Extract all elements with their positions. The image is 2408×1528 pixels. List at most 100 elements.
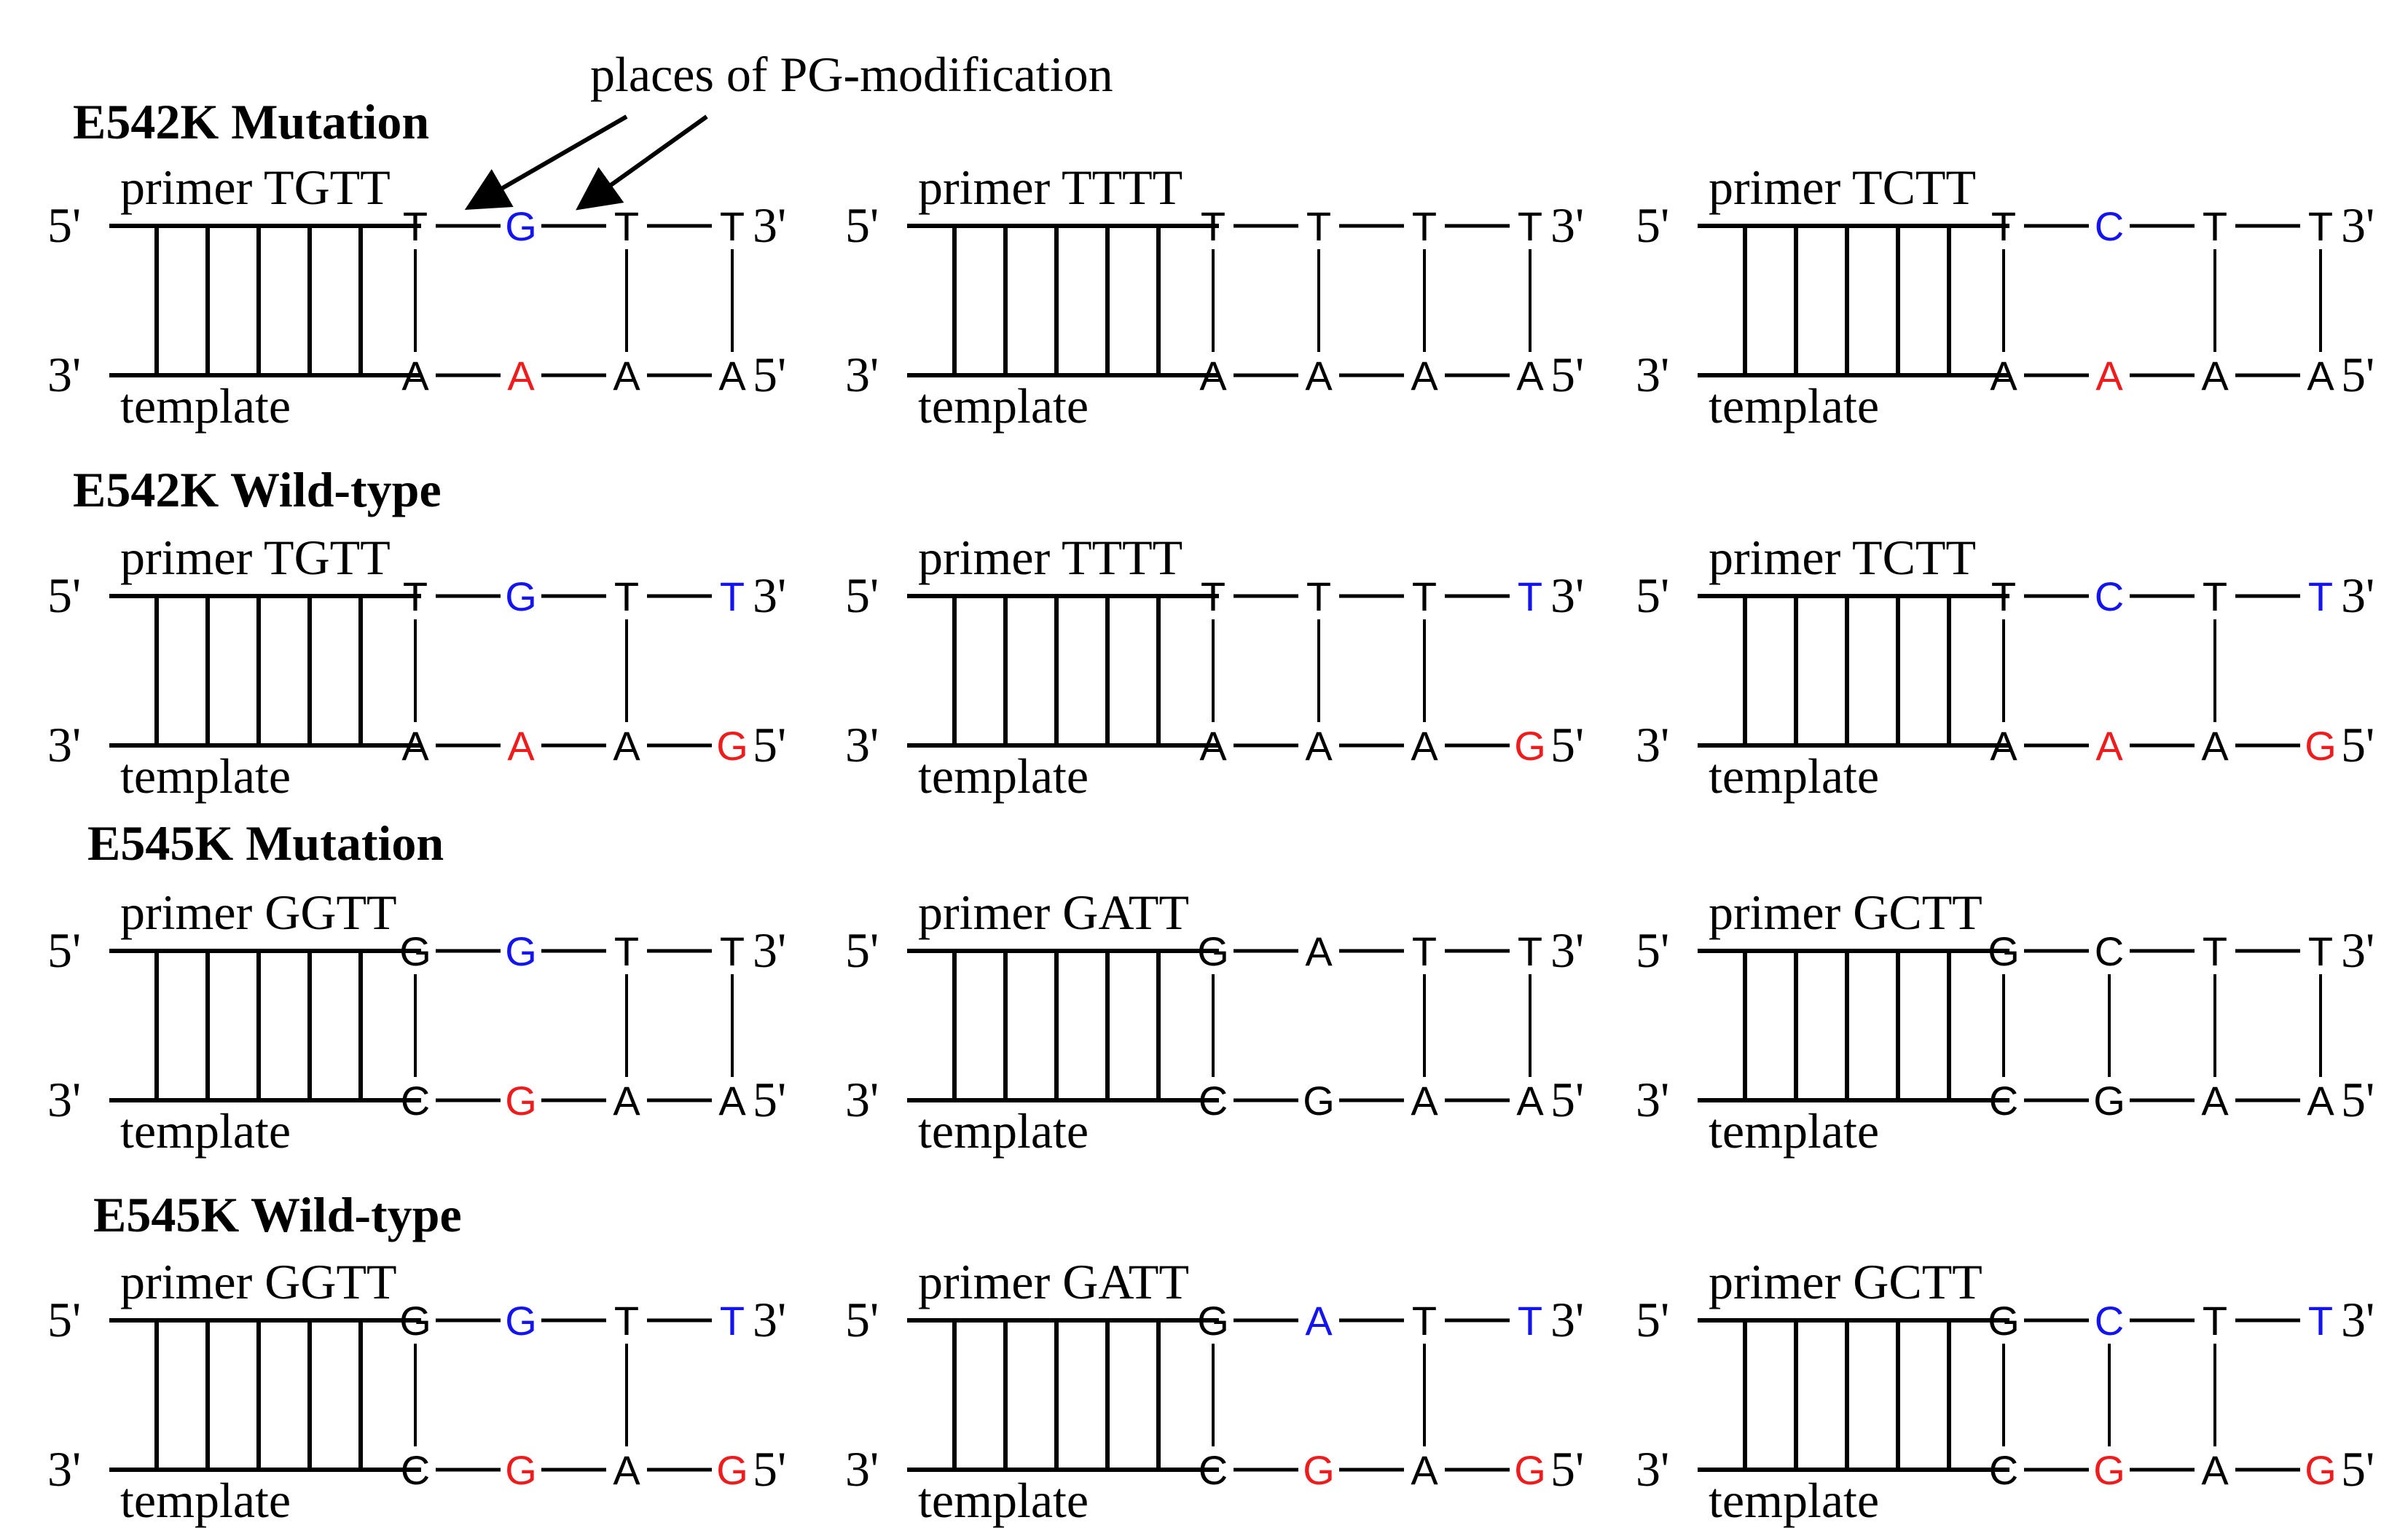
template-base: A	[613, 723, 640, 769]
five-prime-label: 5'	[1550, 717, 1584, 772]
template-base: A	[613, 1447, 640, 1493]
five-prime-label: 5'	[1636, 197, 1669, 253]
three-prime-label: 3'	[753, 568, 786, 623]
template-base: A	[1305, 723, 1333, 769]
template-label: template	[1709, 748, 1879, 804]
primer-base: T	[2308, 928, 2333, 974]
five-prime-label: 5'	[845, 568, 879, 623]
template-label: template	[1709, 1103, 1879, 1159]
primer-label: primer GCTT	[1709, 1254, 1983, 1309]
primer-base: T	[1412, 928, 1437, 974]
five-prime-label: 5'	[1550, 1441, 1584, 1497]
template-base: A	[401, 353, 429, 399]
five-prime-label: 5'	[1636, 922, 1669, 978]
primer-base: T	[614, 928, 639, 974]
template-base: A	[1516, 353, 1544, 399]
primer-label: primer TGTT	[120, 160, 391, 215]
three-prime-label: 3'	[1636, 347, 1669, 402]
three-prime-label: 3'	[1550, 922, 1584, 978]
primer-base: T	[614, 1298, 639, 1344]
template-base: G	[716, 723, 748, 769]
primer-base: G	[1988, 928, 2020, 974]
five-prime-label: 5'	[47, 568, 81, 623]
template-base: A	[1411, 353, 1438, 399]
primer-base: G	[1197, 928, 1229, 974]
five-prime-label: 5'	[2341, 717, 2374, 772]
five-prime-label: 5'	[2341, 347, 2374, 402]
primer-base: T	[2203, 573, 2227, 619]
primer-base: C	[2095, 573, 2124, 619]
five-prime-label: 5'	[753, 1441, 786, 1497]
primer-label: primer GCTT	[1709, 885, 1983, 940]
five-prime-label: 5'	[753, 1072, 786, 1127]
three-prime-label: 3'	[1550, 568, 1584, 623]
template-base: G	[505, 1447, 537, 1493]
template-base: A	[1990, 353, 2017, 399]
template-label: template	[120, 748, 291, 804]
template-base: A	[1199, 723, 1227, 769]
template-base: C	[401, 1447, 430, 1493]
template-base: A	[2307, 353, 2334, 399]
template-base: A	[2095, 353, 2123, 399]
template-base: G	[1303, 1447, 1335, 1493]
primer-base: T	[720, 928, 745, 974]
primer-base: T	[720, 203, 745, 249]
primer-base: T	[403, 573, 428, 619]
five-prime-label: 5'	[47, 197, 81, 253]
primer-base: G	[505, 203, 537, 249]
template-base: A	[507, 353, 535, 399]
annotation-arrow	[576, 114, 708, 211]
primer-base: T	[1412, 203, 1437, 249]
five-prime-label: 5'	[1550, 1072, 1584, 1127]
template-base: A	[1199, 353, 1227, 399]
five-prime-label: 5'	[2341, 1441, 2374, 1497]
three-prime-label: 3'	[1550, 1292, 1584, 1347]
primer-base: T	[2203, 1298, 2227, 1344]
primer-base: T	[2203, 928, 2227, 974]
three-prime-label: 3'	[1636, 1441, 1669, 1497]
template-base: A	[613, 353, 640, 399]
template-base: A	[1411, 1447, 1438, 1493]
primer-base: T	[1201, 203, 1225, 249]
template-label: template	[120, 1473, 291, 1528]
primer-label: primer TTTT	[918, 530, 1183, 585]
template-label: template	[918, 1103, 1089, 1159]
five-prime-label: 5'	[47, 1292, 81, 1347]
primer-label: primer GATT	[918, 1254, 1189, 1309]
primer-base: T	[614, 573, 639, 619]
row-title: E542K Mutation	[73, 94, 429, 149]
template-label: template	[120, 1103, 291, 1159]
template-base: A	[2201, 1078, 2229, 1124]
primer-label: primer TGTT	[120, 530, 391, 585]
primer-base: T	[403, 203, 428, 249]
template-base: G	[2093, 1447, 2125, 1493]
three-prime-label: 3'	[1636, 717, 1669, 772]
template-base: G	[505, 1078, 537, 1124]
row-title: E545K Mutation	[87, 815, 444, 871]
five-prime-label: 5'	[753, 717, 786, 772]
template-base: A	[1990, 723, 2017, 769]
three-prime-label: 3'	[753, 922, 786, 978]
five-prime-label: 5'	[1636, 568, 1669, 623]
template-base: A	[1411, 1078, 1438, 1124]
template-label: template	[1709, 1473, 1879, 1528]
template-base: G	[716, 1447, 748, 1493]
five-prime-label: 5'	[1550, 347, 1584, 402]
template-base: G	[2093, 1078, 2125, 1124]
template-label: template	[918, 1473, 1089, 1528]
template-base: A	[2307, 1078, 2334, 1124]
five-prime-label: 5'	[2341, 1072, 2374, 1127]
three-prime-label: 3'	[845, 1441, 879, 1497]
primer-base: G	[505, 573, 537, 619]
template-base: G	[2305, 1447, 2337, 1493]
three-prime-label: 3'	[2341, 568, 2374, 623]
template-base: G	[2305, 723, 2337, 769]
five-prime-label: 5'	[47, 922, 81, 978]
primer-base: T	[1518, 928, 1542, 974]
template-base: A	[2095, 723, 2123, 769]
primer-base: G	[505, 928, 537, 974]
primer-base: T	[1412, 1298, 1437, 1344]
primer-base: G	[1197, 1298, 1229, 1344]
template-base: C	[401, 1078, 430, 1124]
template-base: C	[1199, 1078, 1228, 1124]
